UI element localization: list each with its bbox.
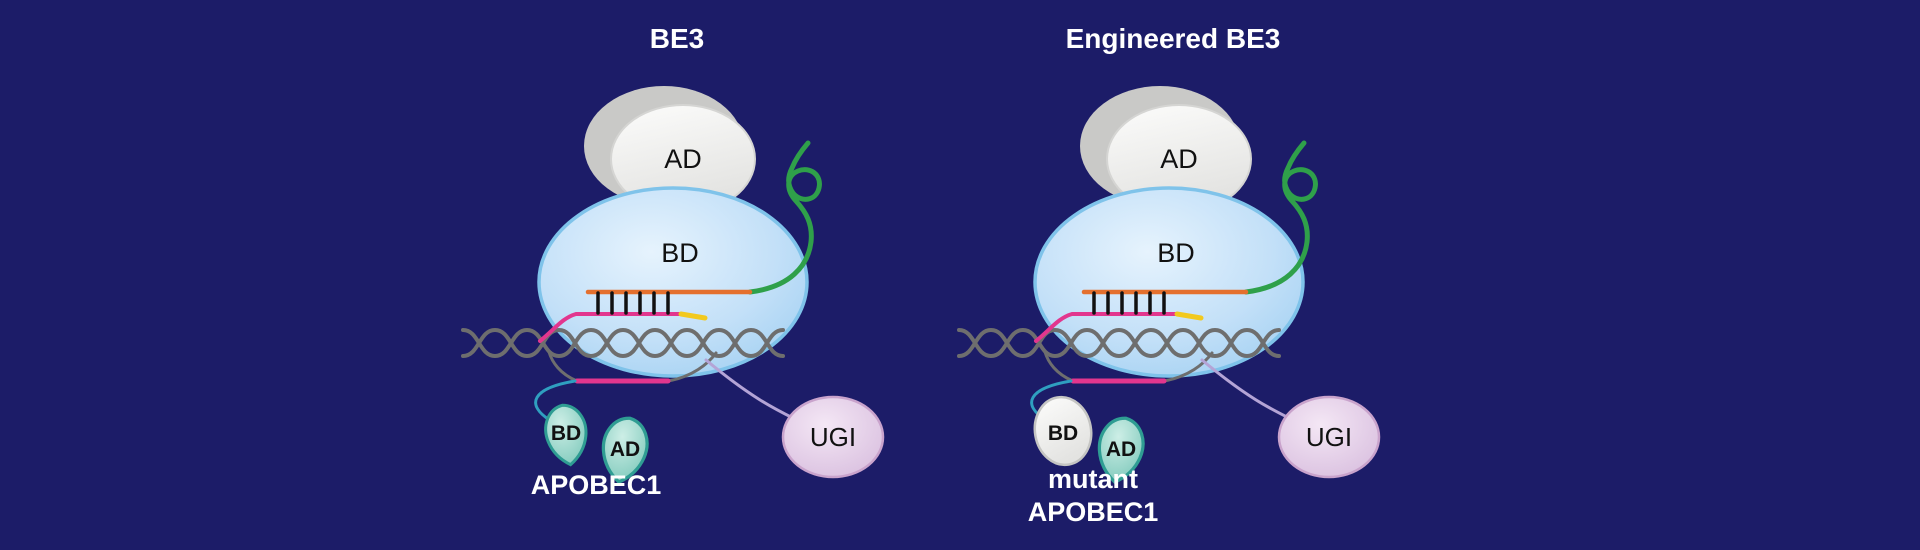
apobec-name: APOBEC1 — [531, 470, 662, 500]
apobec-name-line1: mutant — [1048, 464, 1138, 494]
apobec-ad-label: AD — [610, 438, 640, 461]
ugi-label: UGI — [1306, 422, 1352, 452]
panel-title: BE3 — [650, 23, 704, 54]
ad-domain-label: AD — [664, 144, 702, 174]
ugi-label: UGI — [810, 422, 856, 452]
apobec-mutant-bd-shape — [1033, 395, 1093, 467]
apobec-name-line2: APOBEC1 — [1028, 497, 1159, 527]
panel-be3: BE3 AD BD BD AD APOBEC1 UGI — [463, 23, 883, 500]
apobec-ad-label: AD — [1106, 438, 1136, 461]
apobec-bd-label: BD — [1048, 422, 1078, 445]
cas9-bd-label: BD — [661, 238, 699, 268]
panel-title: Engineered BE3 — [1066, 23, 1281, 54]
cas9-bd-label: BD — [1157, 238, 1195, 268]
ad-domain-label: AD — [1160, 144, 1198, 174]
apobec-bd-label: BD — [551, 422, 581, 445]
panel-engineered-be3: Engineered BE3 AD BD BD AD mutant APOBEC… — [959, 23, 1379, 527]
